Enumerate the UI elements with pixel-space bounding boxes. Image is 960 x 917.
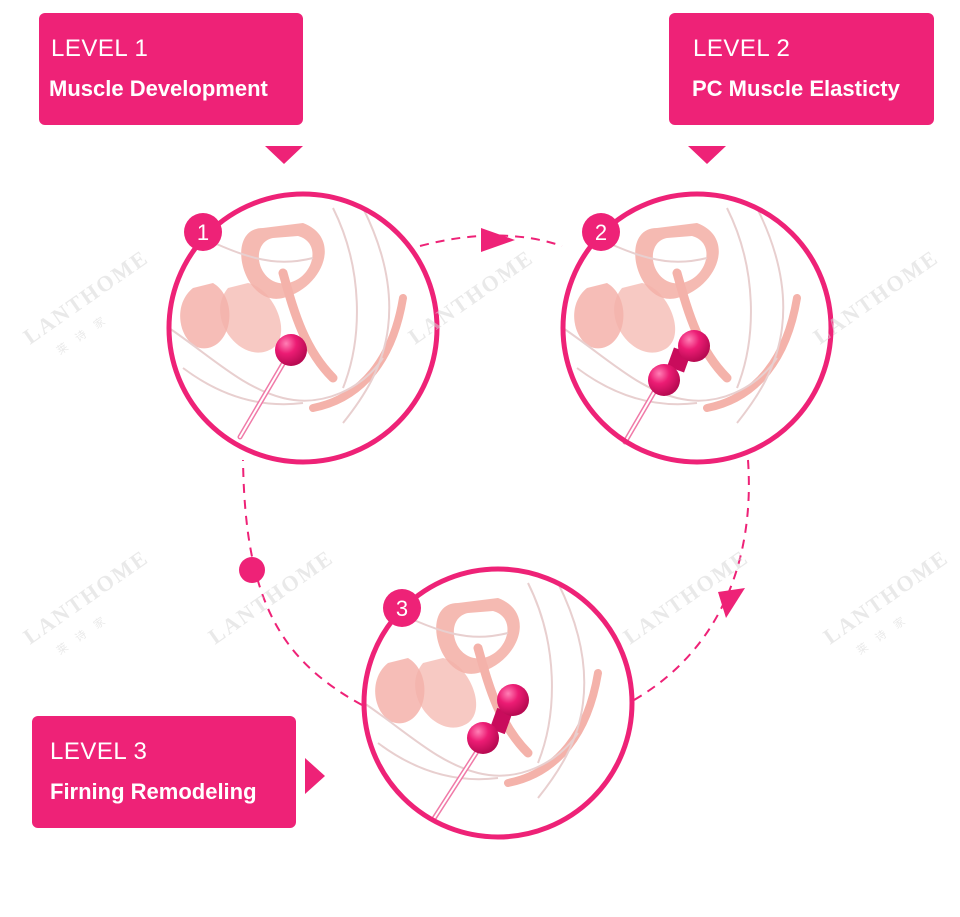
- level-2-title: LEVEL 2: [693, 35, 791, 62]
- pointer-down-icon: [688, 146, 726, 164]
- level-3-number: 3: [396, 596, 408, 621]
- level-3-title: LEVEL 3: [50, 738, 148, 765]
- kegel-ball: [275, 334, 307, 366]
- dashed-path-3-to-1: [242, 459, 363, 706]
- level-1-illustration: 1: [166, 191, 440, 465]
- level-2-description: PC Muscle Elasticty: [692, 76, 900, 101]
- arrow-down-icon: [718, 588, 745, 618]
- dashed-path-1-to-2: [419, 234, 563, 247]
- level-1-label-box: LEVEL 1 Muscle Development: [39, 13, 303, 125]
- dashed-path-2-to-3: [633, 459, 750, 701]
- kegel-ball: [467, 722, 499, 754]
- level-2-number-badge: [582, 213, 620, 251]
- arrow-right-icon: [481, 228, 515, 252]
- kegel-ball: [648, 364, 680, 396]
- pointer-right-icon: [305, 758, 325, 794]
- kegel-ball: [678, 330, 710, 362]
- path-dot-icon: [239, 557, 265, 583]
- level-3-illustration: 3: [361, 566, 635, 840]
- svg-text:LANTHOME: LANTHOME: [204, 544, 339, 649]
- level-3-label-box: LEVEL 3 Firning Remodeling: [32, 716, 296, 828]
- level-3-description: Firning Remodeling: [50, 779, 257, 804]
- level-3-number-badge: [383, 589, 421, 627]
- level-2-illustration: 2: [560, 191, 834, 465]
- level-1-title: LEVEL 1: [51, 35, 149, 62]
- level-2-label-box: LEVEL 2 PC Muscle Elasticty: [669, 13, 934, 125]
- level-2-number: 2: [595, 220, 607, 245]
- pointer-down-icon: [265, 146, 303, 164]
- level-1-description: Muscle Development: [49, 76, 268, 101]
- kegel-ball: [497, 684, 529, 716]
- level-1-number-badge: [184, 213, 222, 251]
- level-1-number: 1: [197, 220, 209, 245]
